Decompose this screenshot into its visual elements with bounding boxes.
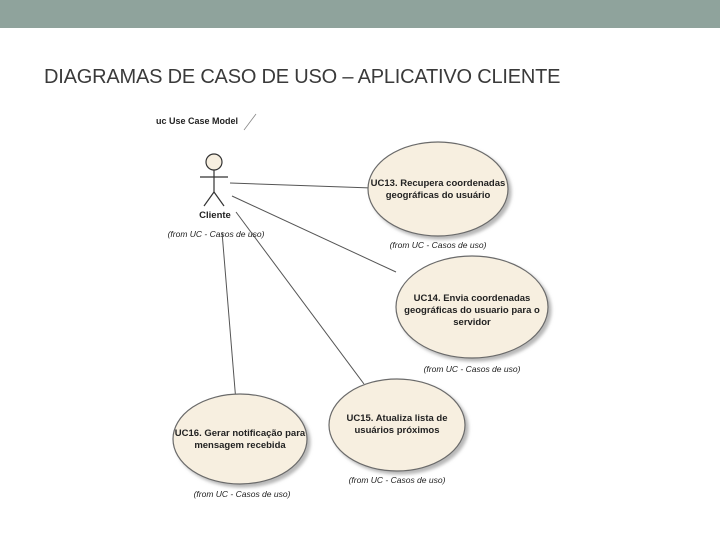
association-lines bbox=[221, 182, 397, 403]
uc13-line-1: UC13. Recupera coordenadas bbox=[371, 178, 506, 189]
use-case-uc15[interactable]: UC15. Atualiza lista de usuários próximo… bbox=[328, 378, 466, 485]
uc15-from-label: (from UC - Casos de uso) bbox=[349, 475, 446, 485]
uc13-line-2: geográficas do usuário bbox=[386, 190, 491, 201]
use-case-ellipse bbox=[172, 393, 308, 485]
slide-top-bar bbox=[0, 0, 720, 28]
uc15-line-2: usuários próximos bbox=[355, 425, 440, 436]
actor-from-label: (from UC - Casos de uso) bbox=[168, 229, 265, 239]
use-case-uc14[interactable]: UC14. Envia coordenadas geográficas do u… bbox=[395, 255, 549, 374]
uc14-line-1: UC14. Envia coordenadas bbox=[414, 293, 531, 304]
uc16-line-2: mensagem recebida bbox=[194, 440, 286, 451]
actor-name: Cliente bbox=[199, 210, 231, 221]
use-case-uc13[interactable]: UC13. Recupera coordenadas geográficas d… bbox=[367, 141, 509, 250]
uc15-line-1: UC15. Atualiza lista de bbox=[346, 413, 447, 424]
uc16-line-1: UC16. Gerar notificação para bbox=[175, 428, 306, 439]
use-case-uc16[interactable]: UC16. Gerar notificação para mensagem re… bbox=[172, 393, 308, 499]
actor-head-icon bbox=[205, 153, 223, 171]
use-case-ellipse bbox=[367, 141, 509, 237]
uc13-from-label: (from UC - Casos de uso) bbox=[390, 240, 487, 250]
slide-title: DIAGRAMAS DE CASO DE USO – APLICATIVO CL… bbox=[44, 66, 561, 88]
association-uc16 bbox=[221, 231, 237, 403]
use-case-ellipse bbox=[395, 255, 549, 359]
actor-right-leg bbox=[213, 191, 225, 207]
association-uc14 bbox=[231, 195, 397, 273]
uc14-line-2: geográficas do usuario para o bbox=[404, 305, 540, 316]
diagram-header: uc Use Case Model bbox=[156, 116, 238, 126]
uc14-from-label: (from UC - Casos de uso) bbox=[424, 364, 521, 374]
uc16-from-label: (from UC - Casos de uso) bbox=[194, 489, 291, 499]
association-uc15 bbox=[235, 211, 365, 385]
uc14-line-3: servidor bbox=[453, 317, 491, 328]
header-frame-corner bbox=[243, 113, 257, 131]
actor-left-leg bbox=[203, 191, 215, 207]
actor-cliente[interactable]: Cliente (from UC - Casos de uso) bbox=[168, 153, 265, 239]
use-case-ellipse bbox=[328, 378, 466, 472]
association-uc13 bbox=[229, 182, 373, 189]
